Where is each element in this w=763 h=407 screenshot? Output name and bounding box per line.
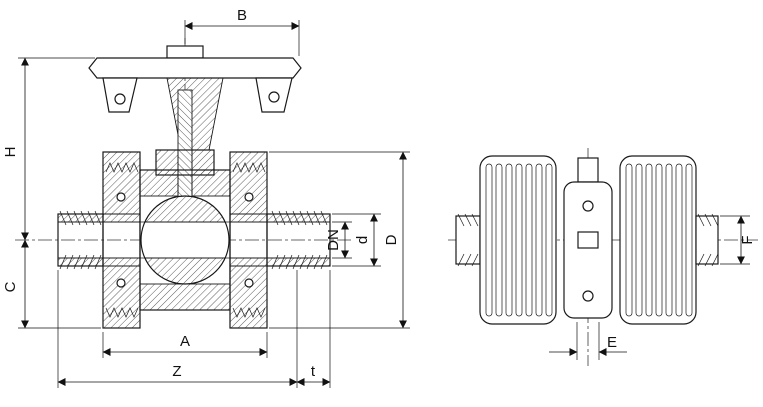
- dimension-d: d: [332, 213, 381, 267]
- dimension-C: C: [2, 239, 101, 329]
- body-hole-bottom: [582, 290, 594, 302]
- thread-zigzag: [232, 307, 266, 318]
- dim-label-h: H: [2, 147, 19, 158]
- stem-top-tab: [577, 157, 599, 183]
- o-ring: [244, 192, 254, 202]
- dim-label-a: A: [180, 333, 190, 350]
- ball-top-section: [144, 195, 226, 223]
- pipe-ends: [57, 210, 331, 270]
- dimension-F: F: [720, 215, 756, 265]
- dimension-D: D: [269, 151, 410, 329]
- right-stub: [695, 215, 719, 265]
- side-view: [448, 148, 758, 366]
- stem: [177, 89, 193, 203]
- handle-column: [166, 77, 224, 151]
- dimension-DN: DN: [325, 221, 352, 259]
- o-ring: [244, 278, 254, 288]
- dim-label-dn: DN: [325, 229, 342, 251]
- dimension-H: H: [2, 57, 95, 241]
- dim-label-z: Z: [172, 363, 181, 380]
- handle-right-hole: [268, 91, 280, 103]
- handle: [88, 45, 302, 151]
- ball: [140, 195, 230, 285]
- body-center-boss: [577, 231, 599, 249]
- dim-label-e: E: [607, 334, 617, 351]
- left-pipe-end: [57, 213, 104, 267]
- o-ring: [116, 278, 126, 288]
- handle-cap: [166, 45, 204, 59]
- right-pipe-end: [266, 213, 331, 267]
- valve-body: [102, 149, 268, 329]
- center-body: [563, 157, 613, 319]
- dim-label-c: C: [2, 281, 19, 292]
- dim-label-t: t: [311, 363, 316, 380]
- left-stub: [455, 215, 481, 265]
- dim-label-b: B: [237, 7, 247, 24]
- dim-label-f: F: [739, 235, 756, 244]
- ball-bottom-section: [144, 257, 226, 285]
- pipe-threads: [59, 210, 328, 270]
- dimension-t: t: [296, 270, 331, 388]
- front-view: [15, 38, 352, 329]
- dimensions-front: B H C DN d D: [2, 7, 410, 388]
- left-ribbed-nut: [479, 155, 557, 325]
- dim-label-d: d: [354, 236, 371, 244]
- handle-bar: [88, 57, 302, 79]
- dim-label-D: D: [383, 234, 400, 245]
- dimensions-side: F E: [549, 215, 756, 360]
- dimension-E: E: [549, 322, 627, 360]
- left-stub-threads: [457, 213, 479, 267]
- body-hole-top: [582, 200, 594, 212]
- right-ribbed-nut: [619, 155, 697, 325]
- thread-zigzag: [232, 162, 266, 173]
- o-ring: [116, 192, 126, 202]
- dimension-B: B: [184, 7, 300, 56]
- right-stub-threads: [697, 213, 719, 267]
- center-body-outline: [563, 181, 613, 319]
- dimension-Z: Z: [57, 270, 298, 388]
- thread-zigzag: [105, 162, 139, 173]
- thread-zigzag: [105, 307, 139, 318]
- dimension-A: A: [102, 332, 268, 358]
- handle-left-hole: [114, 93, 126, 105]
